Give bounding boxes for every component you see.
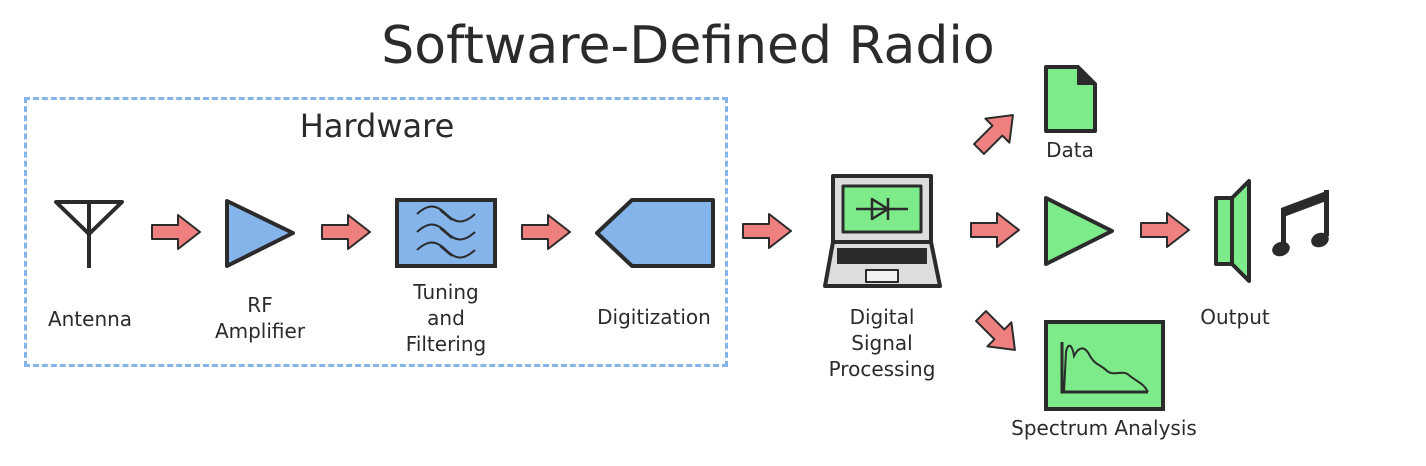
flow-arrow-amp-to-tuning xyxy=(321,214,371,250)
flow-arrow-tuning-to-digitization xyxy=(521,214,571,250)
music-note-icon xyxy=(1272,190,1329,257)
speaker-icon xyxy=(1214,179,1251,283)
flow-arrow-dsp-to-spectrum xyxy=(967,302,1028,363)
adc-pentagon-icon xyxy=(595,198,715,268)
tuning-label: Tuning and Filtering xyxy=(386,279,506,357)
flow-arrow-amp-to-output xyxy=(1140,212,1190,248)
amplifier-icon xyxy=(225,199,295,268)
rf-amplifier-label-line1: RF xyxy=(247,293,273,317)
dsp-label-line1: Digital xyxy=(849,305,915,329)
rf-amplifier-label: RF Amplifier xyxy=(200,292,320,344)
flow-arrow-dsp-to-amp xyxy=(970,212,1020,248)
data-label: Data xyxy=(1046,138,1094,162)
filter-wave-icon xyxy=(395,198,497,268)
flow-arrow-dsp-to-data xyxy=(965,102,1026,163)
spectrum-label: Spectrum Analysis xyxy=(1011,416,1197,440)
laptop-icon xyxy=(823,174,942,288)
diagram-title: Software-Defined Radio xyxy=(381,16,995,76)
hardware-group-label: Hardware xyxy=(299,107,455,145)
output-label: Output xyxy=(1200,305,1270,329)
antenna-label: Antenna xyxy=(47,307,133,331)
dsp-label-line2: Signal xyxy=(851,331,913,355)
dsp-label: Digital Signal Processing xyxy=(812,304,952,382)
spectrum-plot-icon xyxy=(1044,320,1165,411)
tuning-label-line1: Tuning xyxy=(413,280,479,304)
rf-amplifier-label-line2: Amplifier xyxy=(214,319,306,343)
tuning-label-line2: and xyxy=(427,306,465,330)
digitization-label: Digitization xyxy=(597,305,711,329)
dsp-label-line3: Processing xyxy=(828,357,936,381)
audio-amplifier-icon xyxy=(1044,196,1114,266)
hardware-group-box xyxy=(24,97,728,367)
tuning-label-line3: Filtering xyxy=(405,332,487,356)
flow-arrow-antenna-to-amp xyxy=(151,214,201,250)
antenna-icon xyxy=(54,200,124,268)
flow-arrow-digitization-to-dsp xyxy=(742,213,792,249)
